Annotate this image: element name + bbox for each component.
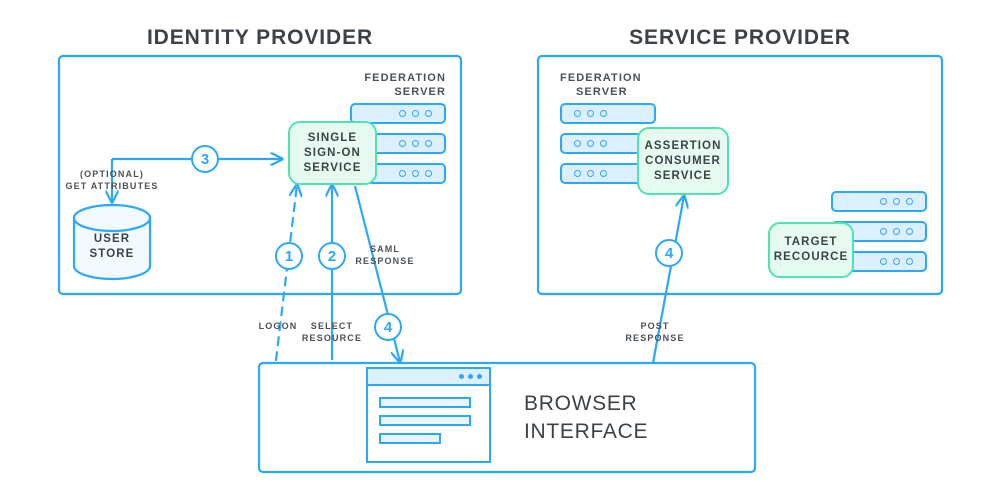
idp-federation-server-label: FEDERATION SERVER: [300, 71, 446, 99]
status-dot-icon: [399, 140, 406, 147]
idp-server-bar-2-dots: [399, 140, 432, 147]
idp-server-bar-3-dots: [399, 170, 432, 177]
browser-panel: [257, 361, 757, 474]
status-dot-icon: [893, 198, 900, 205]
acs-label-line1: ASSERTION: [644, 139, 722, 152]
post-response-line2: RESPONSE: [625, 333, 685, 343]
sp-target-server-bar-3-dots: [880, 258, 913, 265]
acs-label-line3: SERVICE: [654, 169, 712, 182]
service-provider-panel: [536, 54, 944, 296]
browser-content: [368, 386, 489, 444]
status-dot-icon: [880, 258, 887, 265]
status-dot-icon: [600, 170, 607, 177]
sp-server-bar-1-dots: [574, 110, 607, 117]
browser-content-line: [379, 397, 471, 408]
status-dot-icon: [425, 170, 432, 177]
saml-response-label: SAML RESPONSE: [345, 243, 425, 267]
sp-server-bar-1: [560, 103, 656, 124]
sp-target-server-bar-3: [831, 251, 927, 272]
status-dot-icon: [600, 140, 607, 147]
status-dot-icon: [412, 140, 419, 147]
post-response-label: POST RESPONSE: [615, 320, 695, 344]
step-4-saml-circle[interactable]: 4: [374, 313, 402, 341]
assertion-consumer-service-box[interactable]: ASSERTION CONSUMER SERVICE: [637, 127, 729, 195]
sp-federation-server-label: FEDERATION SERVER: [560, 71, 720, 99]
step-1-circle[interactable]: 1: [275, 242, 303, 270]
status-dot-icon: [880, 198, 887, 205]
idp-server-bar-1-dots: [399, 110, 432, 117]
arrow-step-4-post-response: [651, 196, 684, 364]
idp-server-bar-1: [350, 103, 446, 124]
status-dot-icon: [906, 198, 913, 205]
idp-federation-server-label-line1: FEDERATION: [364, 72, 446, 84]
status-dot-icon: [399, 170, 406, 177]
sso-label-line2: SIGN-ON: [304, 146, 361, 159]
target-resource-line1: TARGET: [784, 236, 838, 248]
sso-label-line3: SERVICE: [303, 161, 362, 174]
sp-target-server-bar-1: [831, 191, 927, 212]
get-attributes-label: (OPTIONAL) GET ATTRIBUTES: [52, 168, 172, 192]
status-dot-icon: [893, 258, 900, 265]
arrow-step-1-logon: [274, 185, 297, 362]
single-sign-on-service-box[interactable]: SINGLE SIGN-ON SERVICE: [288, 121, 377, 185]
saml-response-line1: SAML: [369, 244, 401, 254]
window-dot-icon: [477, 374, 482, 379]
status-dot-icon: [587, 170, 594, 177]
identity-provider-title: IDENTITY PROVIDER: [146, 26, 374, 49]
status-dot-icon: [412, 170, 419, 177]
browser-content-line: [379, 433, 441, 444]
get-attributes-line2: GET ATTRIBUTES: [65, 181, 159, 191]
idp-federation-server-label-line2: SERVER: [394, 86, 446, 98]
status-dot-icon: [399, 110, 406, 117]
status-dot-icon: [893, 228, 900, 235]
step-3-circle[interactable]: 3: [191, 145, 219, 173]
acs-label-line2: CONSUMER: [645, 154, 721, 167]
step-2-circle[interactable]: 2: [318, 242, 346, 270]
status-dot-icon: [574, 170, 581, 177]
target-resource-box[interactable]: TARGET RECOURCE: [768, 222, 854, 278]
sp-server-bar-2-dots: [574, 140, 607, 147]
logon-label: LOGON: [258, 321, 298, 331]
sp-target-server-bar-2-dots: [880, 228, 913, 235]
post-response-line1: POST: [640, 321, 670, 331]
service-provider-title: SERVICE PROVIDER: [629, 26, 851, 49]
sp-target-server-bar-2: [831, 221, 927, 242]
step-4-post-circle[interactable]: 4: [655, 239, 683, 267]
user-store-line1: USER: [93, 233, 131, 245]
status-dot-icon: [412, 110, 419, 117]
sp-federation-server-label-line1: FEDERATION: [560, 72, 642, 84]
select-resource-label: SELECT RESOURCE: [292, 320, 372, 344]
target-resource-line2: RECOURCE: [773, 251, 849, 263]
select-resource-line1: SELECT: [310, 321, 354, 331]
sp-target-server-bar-1-dots: [880, 198, 913, 205]
identity-provider-panel: [57, 54, 463, 296]
status-dot-icon: [574, 110, 581, 117]
status-dot-icon: [425, 110, 432, 117]
window-dot-icon: [468, 374, 473, 379]
saml-response-line2: RESPONSE: [355, 256, 415, 266]
get-attributes-line1: (OPTIONAL): [80, 169, 144, 179]
select-resource-line2: RESOURCE: [301, 333, 363, 343]
sp-federation-server-label-line2: SERVER: [576, 86, 628, 98]
browser-titlebar: [368, 369, 489, 386]
window-dot-icon: [459, 374, 464, 379]
user-store-cylinder: [72, 203, 152, 281]
status-dot-icon: [880, 228, 887, 235]
user-store-line2: STORE: [89, 248, 135, 260]
sso-label-line1: SINGLE: [307, 131, 358, 144]
status-dot-icon: [587, 140, 594, 147]
browser-window-mock: [366, 367, 491, 463]
status-dot-icon: [600, 110, 607, 117]
browser-label-line2: INTERFACE: [524, 420, 649, 443]
browser-content-line: [379, 415, 471, 426]
status-dot-icon: [587, 110, 594, 117]
browser-interface-label: BROWSER INTERFACE: [524, 390, 648, 446]
status-dot-icon: [906, 258, 913, 265]
sp-server-bar-3-dots: [574, 170, 607, 177]
status-dot-icon: [906, 228, 913, 235]
browser-label-line1: BROWSER: [524, 392, 638, 415]
status-dot-icon: [574, 140, 581, 147]
status-dot-icon: [425, 140, 432, 147]
user-store-label: USER STORE: [74, 232, 150, 262]
